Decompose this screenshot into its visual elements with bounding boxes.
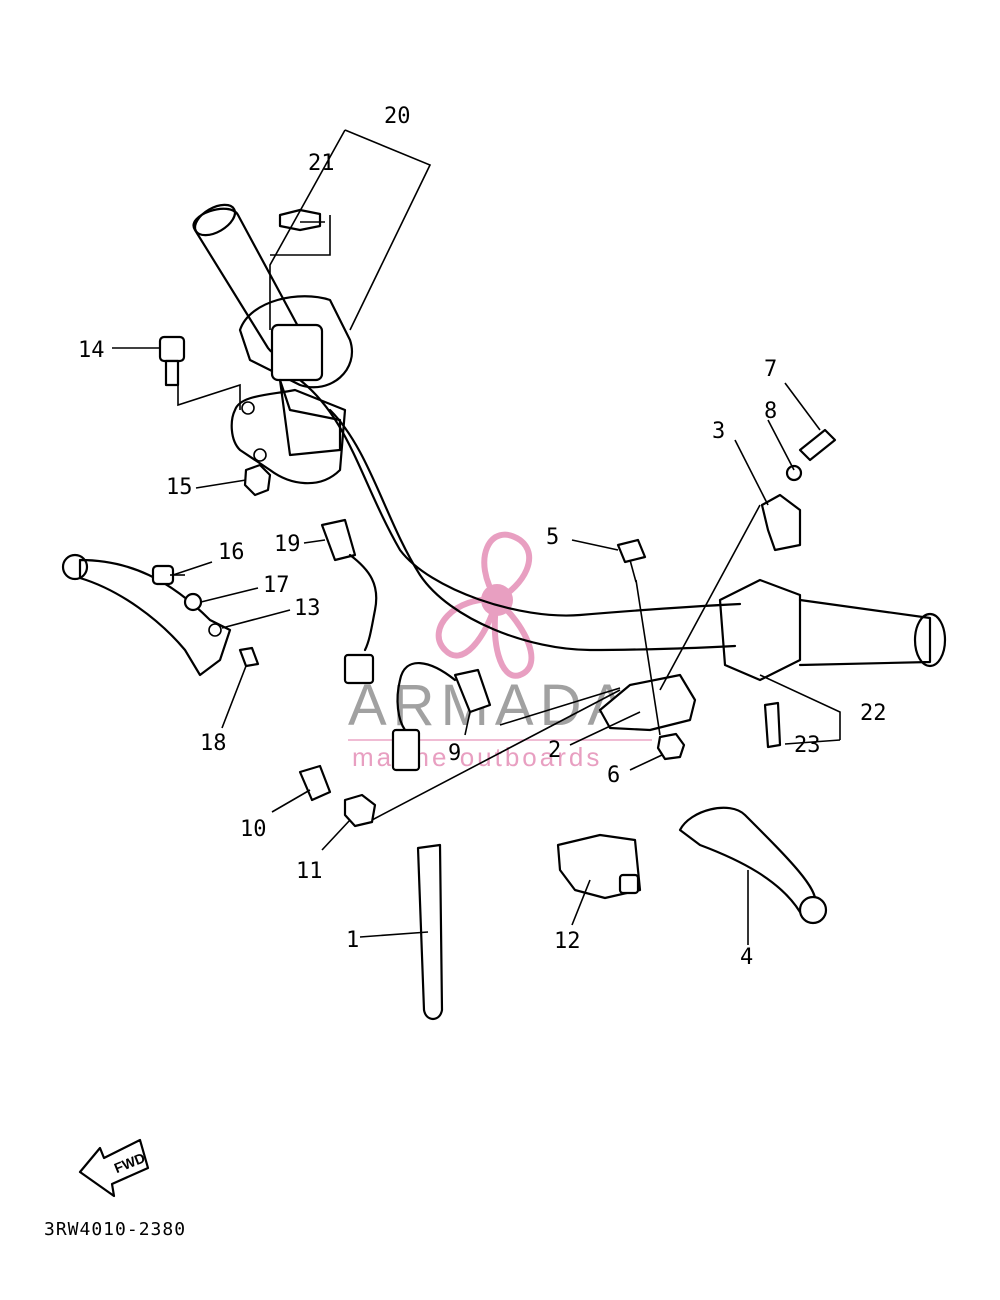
left-grip-assembly <box>192 203 353 485</box>
callout-14: 14 <box>78 338 105 363</box>
part-2-bracket <box>598 673 697 732</box>
part-17-nut <box>183 592 203 612</box>
callout-7: 7 <box>764 357 777 382</box>
callout-20: 20 <box>384 104 411 129</box>
part-10-bolt <box>298 764 332 802</box>
part-9-switch <box>391 662 492 772</box>
callout-18: 18 <box>200 731 227 756</box>
part-15-nut <box>243 463 272 497</box>
right-grip-assembly <box>718 578 947 682</box>
diagram-code: 3RW4010-2380 <box>44 1219 186 1240</box>
callout-23: 23 <box>794 733 821 758</box>
left-lever-13 <box>61 553 232 677</box>
watermark-tagline: marine outboards <box>352 742 602 772</box>
callout-5: 5 <box>546 525 559 550</box>
callout-13: 13 <box>294 596 321 621</box>
handlebar <box>298 378 742 652</box>
callout-19: 19 <box>274 532 301 557</box>
callout-9: 9 <box>448 741 461 766</box>
part-23-screw <box>763 701 782 749</box>
part-1-cable-tie <box>416 843 444 1021</box>
part-8-washer <box>785 464 803 482</box>
propeller-logo-icon <box>435 531 535 679</box>
callout-11: 11 <box>296 859 323 884</box>
callout-8: 8 <box>764 399 777 424</box>
callout-labels: 20 21 14 15 16 17 13 18 19 9 10 11 1 12 … <box>78 104 887 970</box>
part-16-bolt <box>151 564 185 586</box>
callout-3: 3 <box>712 419 725 444</box>
part-4-lever <box>678 806 828 925</box>
part-6-nut <box>656 732 686 761</box>
callout-22: 22 <box>860 701 887 726</box>
callout-15: 15 <box>166 475 193 500</box>
callout-17: 17 <box>263 573 290 598</box>
part-3-holder <box>760 493 802 552</box>
callout-10: 10 <box>240 817 267 842</box>
part-11-nut <box>343 793 377 828</box>
leader-lines <box>112 129 841 945</box>
part-7-screw <box>798 428 837 462</box>
part-19-switch <box>320 518 378 685</box>
callout-4: 4 <box>740 945 753 970</box>
callout-21: 21 <box>308 151 335 176</box>
fwd-arrow-icon: FWD <box>78 1138 150 1198</box>
part-21-screw <box>278 208 325 232</box>
part-12-holder <box>556 833 642 900</box>
part-18-pin <box>238 646 260 668</box>
callout-12: 12 <box>554 929 581 954</box>
callout-6: 6 <box>607 763 620 788</box>
callout-2: 2 <box>548 738 561 763</box>
part-14-bolt <box>158 335 186 387</box>
part-5-bolt <box>616 538 647 583</box>
callout-16: 16 <box>218 540 245 565</box>
callout-1: 1 <box>346 928 359 953</box>
